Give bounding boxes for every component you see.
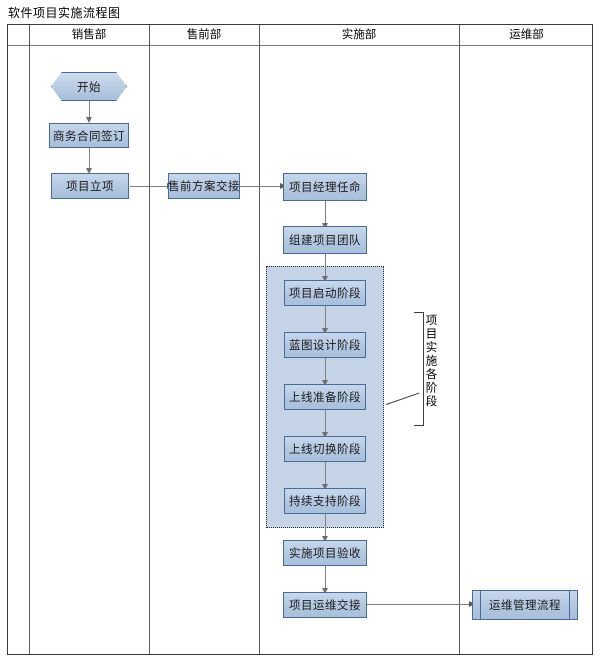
lane-header-presales: 售前部 xyxy=(186,29,222,41)
lane-divider-2 xyxy=(149,25,150,654)
node-phase-blueprint[interactable]: 蓝图设计阶段 xyxy=(284,332,366,358)
node-contract-signing[interactable]: 商务合同签订 xyxy=(49,123,129,148)
node-acceptance[interactable]: 实施项目验收 xyxy=(283,540,367,566)
swimlane-header-row: 销售部 售前部 实施部 运维部 xyxy=(8,25,592,46)
arrowhead-support-acceptance xyxy=(321,536,328,542)
node-ops-management-process[interactable]: 运维管理流程 xyxy=(472,590,578,620)
connector-opshandover-opsprocess xyxy=(367,604,471,605)
node-build-team[interactable]: 组建项目团队 xyxy=(283,226,367,254)
node-ops-handover[interactable]: 项目运维交接 xyxy=(283,592,367,618)
annotation-bracket xyxy=(414,312,424,426)
connector-presales-pm xyxy=(240,186,283,187)
arrowhead-start-contract xyxy=(85,117,92,123)
lane-divider-3 xyxy=(259,25,260,654)
arrowhead-blueprint-prep xyxy=(321,380,328,386)
lane-header-sales: 销售部 xyxy=(71,29,107,41)
arrowhead-prep-switch xyxy=(321,432,328,438)
arrowhead-team-kickoff xyxy=(321,276,328,282)
connector-contract-setup xyxy=(89,148,90,171)
arrowhead-acceptance-opshandover xyxy=(321,588,328,594)
connector-support-acceptance xyxy=(325,514,326,540)
node-project-setup[interactable]: 项目立项 xyxy=(51,173,129,199)
arrowhead-kickoff-blueprint xyxy=(321,328,328,334)
node-phase-support[interactable]: 持续支持阶段 xyxy=(284,488,366,514)
connector-blueprint-prep xyxy=(325,358,326,384)
connector-team-kickoff xyxy=(325,254,326,280)
connector-switch-support xyxy=(325,462,326,488)
connector-prep-switch xyxy=(325,410,326,436)
annotation-label: 项目实施各阶段 xyxy=(424,314,437,409)
node-phase-kickoff[interactable]: 项目启动阶段 xyxy=(284,280,366,306)
connector-pm-team xyxy=(325,201,326,226)
node-phase-golive-switch[interactable]: 上线切换阶段 xyxy=(284,436,366,462)
connector-kickoff-blueprint xyxy=(325,306,326,332)
lane-header-operations: 运维部 xyxy=(509,29,544,41)
arrowhead-contract-setup xyxy=(85,168,92,174)
lane-divider-1 xyxy=(29,25,30,654)
node-phase-golive-prep[interactable]: 上线准备阶段 xyxy=(284,384,366,410)
node-start[interactable]: 开始 xyxy=(51,72,127,101)
connector-setup-presales xyxy=(130,186,169,187)
connector-start-contract xyxy=(89,101,90,120)
node-presales-handover[interactable]: 售前方案交接 xyxy=(168,173,240,199)
lane-header-implementation: 实施部 xyxy=(341,29,377,41)
lane-divider-4 xyxy=(459,25,460,654)
arrowhead-switch-support xyxy=(321,484,328,490)
page-title: 软件项目实施流程图 xyxy=(8,6,121,20)
connector-acceptance-opshandover xyxy=(325,566,326,592)
node-pm-appointment[interactable]: 项目经理任命 xyxy=(283,173,367,201)
